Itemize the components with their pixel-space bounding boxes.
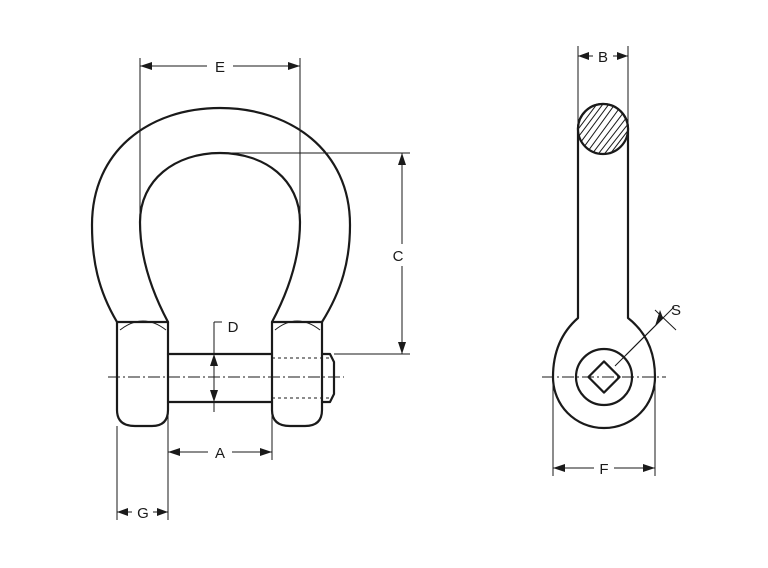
dimension-a: A [167, 402, 273, 462]
pin-thread [320, 352, 336, 404]
front-view: E C D A [90, 58, 410, 522]
bow-outline [90, 106, 352, 324]
pin-shank [166, 352, 274, 404]
dimension-e: E [139, 58, 301, 222]
dimension-b-label: B [598, 49, 608, 66]
dimension-g: G [116, 426, 169, 522]
dimension-c: C [220, 152, 410, 355]
dimension-a-label: A [215, 445, 225, 462]
side-body-outline [551, 127, 657, 430]
dimension-g-label: G [137, 505, 149, 522]
dimension-b: B [577, 46, 629, 129]
dimension-d-label: D [228, 319, 239, 336]
pin-square-socket [587, 360, 621, 394]
dimension-e-label: E [215, 59, 225, 76]
dimension-c-label: C [393, 248, 404, 265]
left-eye-shading [119, 320, 167, 331]
left-eye [115, 320, 170, 428]
dimension-s: S [614, 302, 681, 367]
right-eye [270, 320, 324, 428]
dimension-f: F [552, 377, 656, 478]
dimension-d: D [210, 319, 239, 412]
pin-thread-hatching [272, 357, 330, 399]
right-eye-shading [274, 320, 321, 331]
dimension-s-label: S [671, 302, 681, 319]
dimension-f-label: F [599, 461, 608, 478]
side-view: B S F [542, 46, 681, 478]
